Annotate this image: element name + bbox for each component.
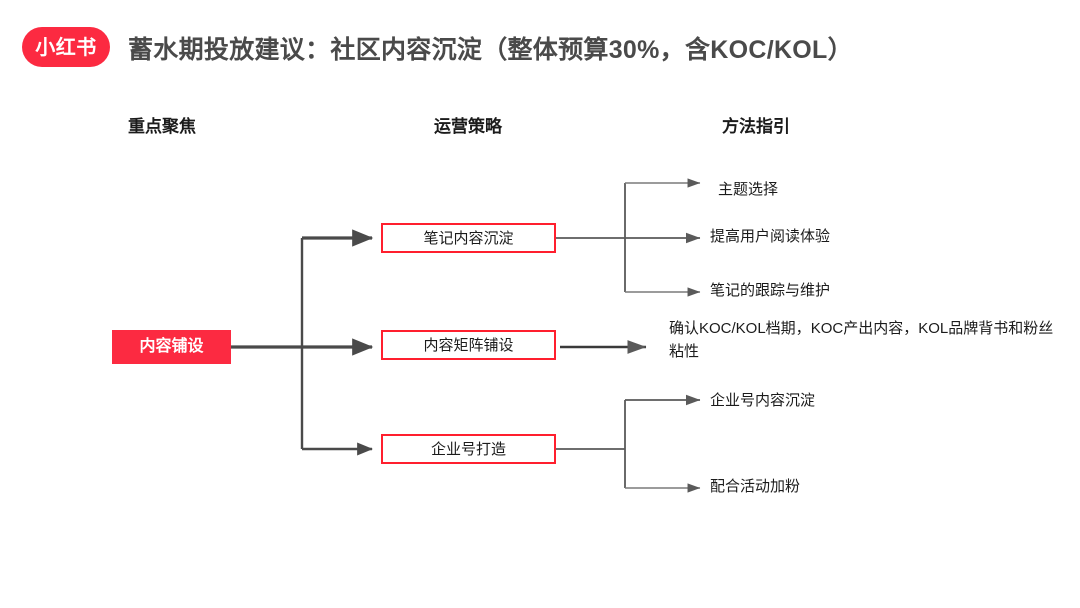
method-item-topic-selection: 主题选择 bbox=[718, 181, 779, 198]
xiaohongshu-logo: 小红书 bbox=[22, 27, 110, 67]
method-item-reading-experience: 提高用户阅读体验 bbox=[710, 228, 831, 245]
connector-branch-enterprise bbox=[556, 394, 701, 493]
strategy-node-enterprise[interactable]: 企业号打造 bbox=[381, 434, 556, 464]
connector-branch-notes bbox=[556, 178, 701, 297]
column-header-method: 方法指引 bbox=[722, 117, 790, 136]
logo-text: 小红书 bbox=[35, 35, 97, 59]
strategy-node-matrix[interactable]: 内容矩阵铺设 bbox=[381, 330, 556, 360]
method-item-koc-kol-schedule: 确认KOC/KOL档期，KOC产出内容，KOL品牌背书和粉丝粘性 bbox=[669, 320, 1054, 361]
method-item-enterprise-content: 企业号内容沉淀 bbox=[710, 392, 816, 409]
page-title: 蓄水期投放建议：社区内容沉淀（整体预算30%，含KOC/KOL） bbox=[128, 36, 853, 64]
strategy-node-notes[interactable]: 笔记内容沉淀 bbox=[381, 223, 556, 253]
method-item-campaign-followers: 配合活动加粉 bbox=[710, 478, 801, 495]
column-header-focus: 重点聚焦 bbox=[128, 117, 196, 136]
column-header-strategy: 运营策略 bbox=[434, 117, 502, 136]
page-header: 小红书 蓄水期投放建议：社区内容沉淀（整体预算30%，含KOC/KOL） bbox=[0, 0, 1080, 92]
strategy-node-label: 笔记内容沉淀 bbox=[423, 229, 514, 247]
method-item-note-tracking: 笔记的跟踪与维护 bbox=[710, 282, 831, 299]
root-node-content-placement[interactable]: 内容铺设 bbox=[112, 330, 231, 364]
strategy-node-label: 企业号打造 bbox=[430, 440, 506, 458]
root-node-label: 内容铺设 bbox=[139, 338, 204, 355]
connector-root-to-spine bbox=[231, 229, 374, 456]
strategy-node-label: 内容矩阵铺设 bbox=[423, 336, 514, 354]
